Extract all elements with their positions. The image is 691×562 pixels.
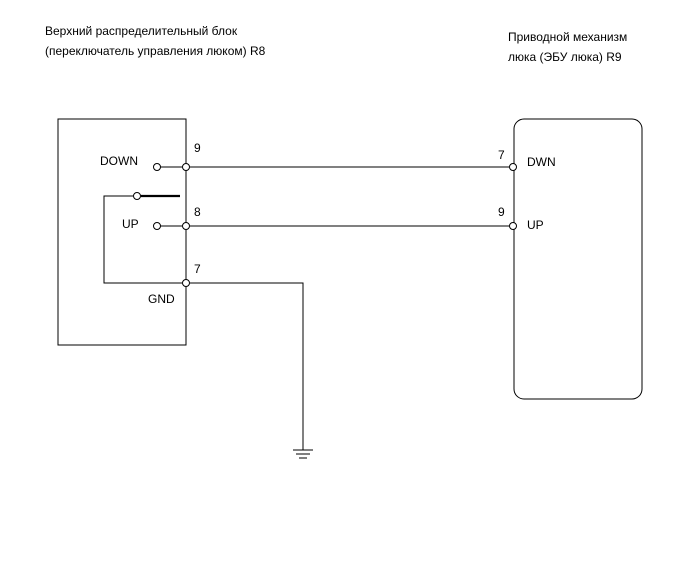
right-pin-9-terminal — [509, 222, 517, 230]
right-title-line1: Приводной механизм — [508, 30, 628, 44]
wire-gnd — [190, 282, 304, 450]
pin-number-dwn: 7 — [498, 148, 505, 162]
pin-number-down: 9 — [194, 141, 201, 155]
label-gnd: GND — [148, 292, 175, 306]
label-up-left: UP — [122, 217, 139, 231]
left-pin-7-terminal — [182, 279, 190, 287]
label-up-right: UP — [527, 218, 544, 232]
label-down: DOWN — [100, 154, 138, 168]
right-component-box — [513, 118, 643, 400]
switch-up-contact — [153, 222, 161, 230]
switch-common-terminal — [133, 192, 141, 200]
right-title-line2: люка (ЭБУ люка) R9 — [508, 50, 622, 64]
label-dwn: DWN — [527, 155, 556, 169]
switch-mechanism — [103, 163, 182, 284]
switch-down-contact — [153, 163, 161, 171]
pin-number-up-left: 8 — [194, 205, 201, 219]
right-pin-7-terminal — [509, 163, 517, 171]
pin-number-up-right: 9 — [498, 205, 505, 219]
left-component-title: Верхний распределительный блок (переключ… — [45, 21, 265, 61]
pin-number-gnd: 7 — [194, 262, 201, 276]
left-title-line2: (переключатель управления люком) R8 — [45, 44, 266, 58]
left-title-line1: Верхний распределительный блок — [45, 24, 238, 38]
left-pin-8-terminal — [182, 222, 190, 230]
right-component-title: Приводной механизм люка (ЭБУ люка) R9 — [508, 27, 627, 67]
left-pin-9-terminal — [182, 163, 190, 171]
ground-symbol-icon — [293, 449, 313, 459]
left-component-box — [57, 118, 187, 346]
